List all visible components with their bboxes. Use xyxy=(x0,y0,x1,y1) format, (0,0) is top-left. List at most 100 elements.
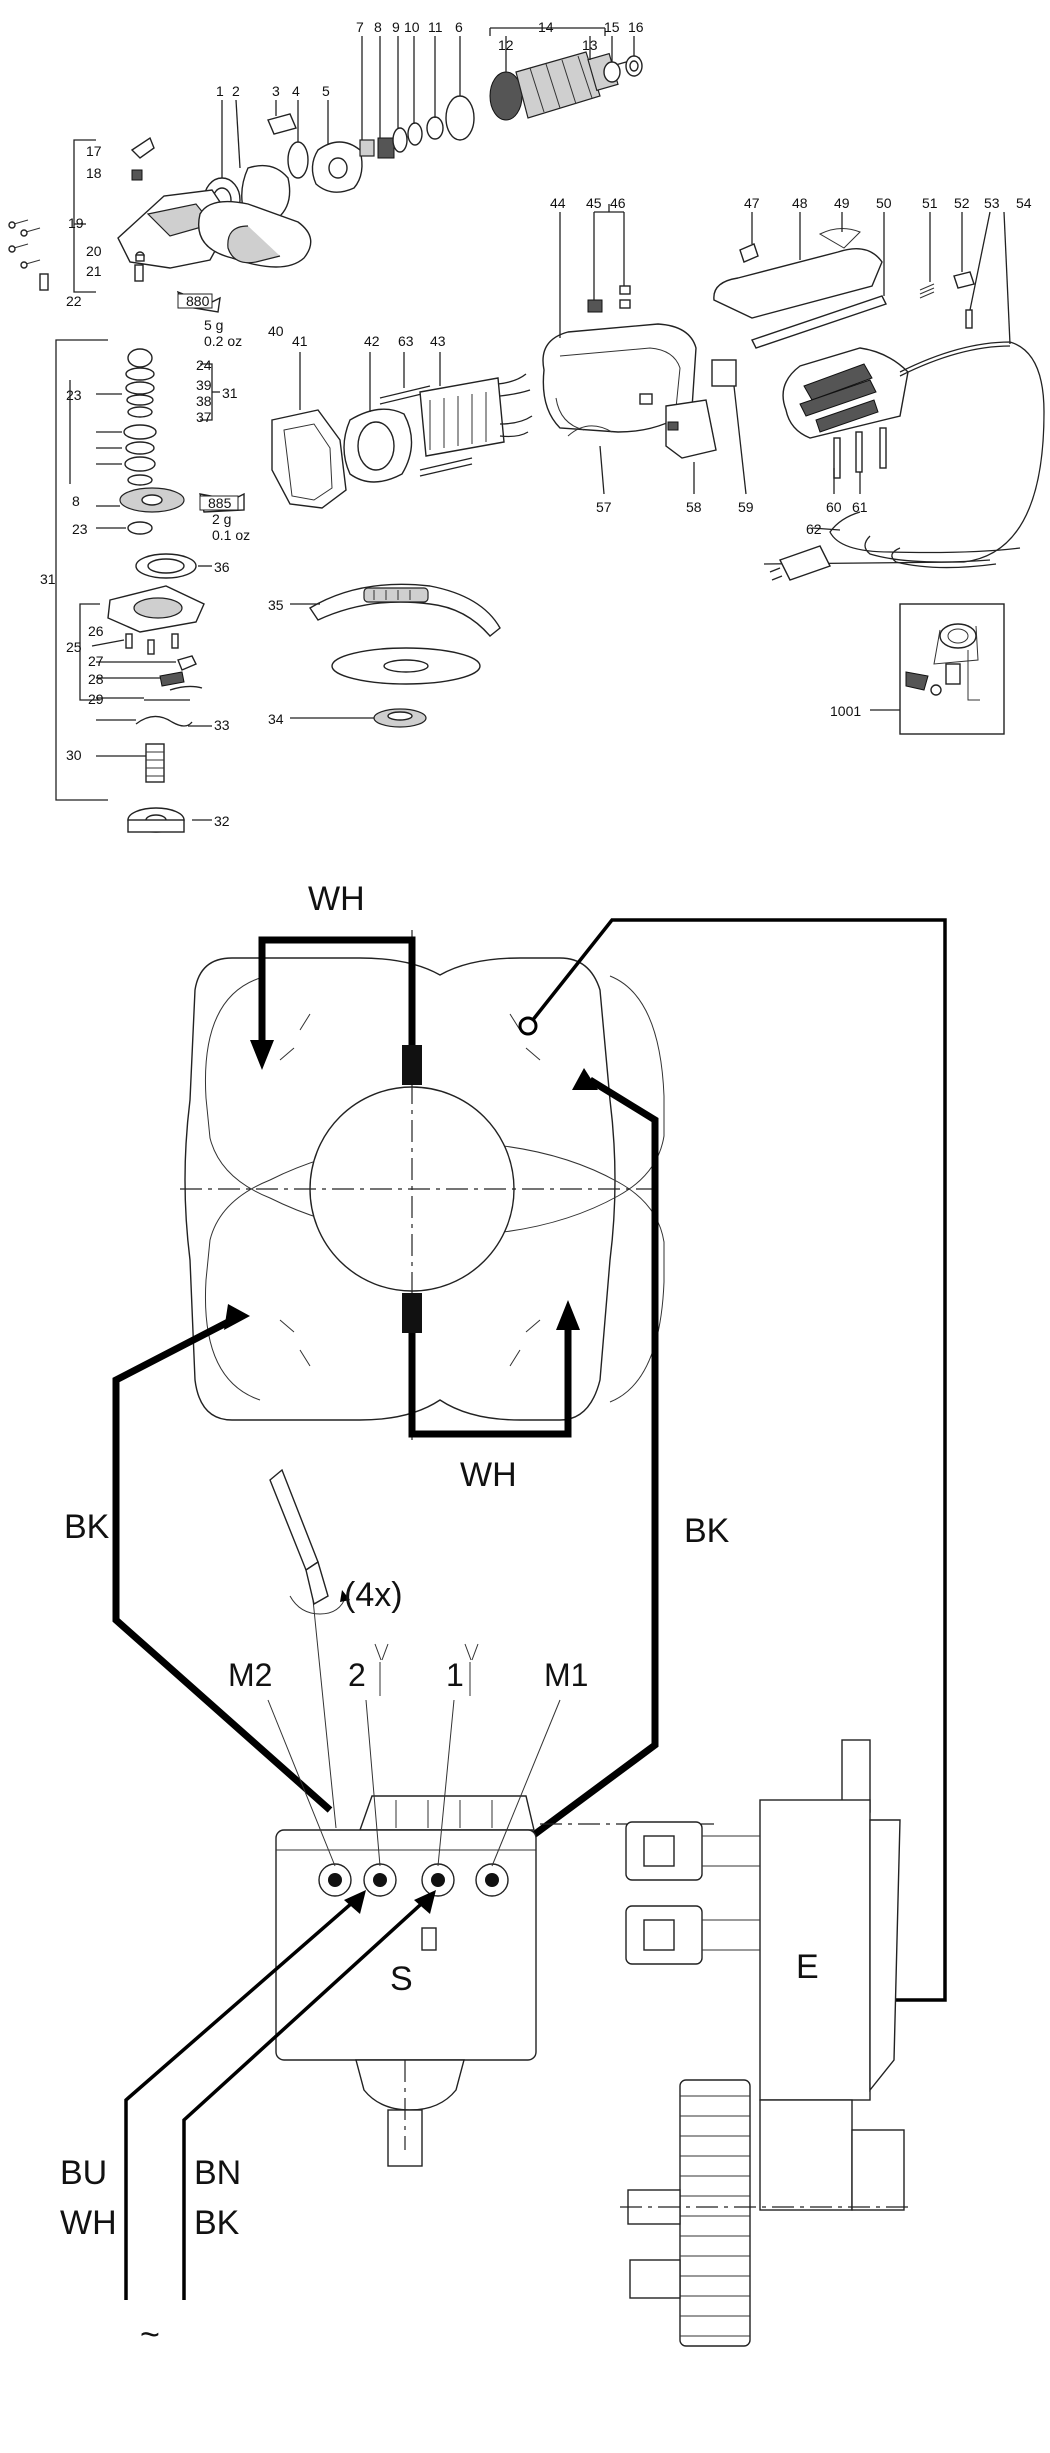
cable-bn-bk xyxy=(182,1894,432,2300)
part-number-42: 42 xyxy=(364,333,380,349)
part-number-18: 18 xyxy=(86,165,102,181)
part-number-19: 19 xyxy=(68,215,84,231)
part-number-17: 17 xyxy=(86,143,102,159)
part-number-35: 35 xyxy=(268,597,284,613)
part-number-2: 2 xyxy=(232,83,240,99)
label-torque-note: (4x) xyxy=(344,1576,403,1614)
part-number-58: 58 xyxy=(686,499,702,515)
motor-group xyxy=(271,352,533,509)
part-number-31-a: 31 xyxy=(222,385,238,401)
switch-s xyxy=(275,1795,720,2167)
label-switch-s: S xyxy=(390,1960,413,1998)
bk-right-wire xyxy=(497,1077,659,1863)
detail-1001 xyxy=(870,603,1005,735)
screwdriver-icon xyxy=(269,1468,350,1615)
part-number-28: 28 xyxy=(88,671,104,687)
part-number-1: 1 xyxy=(216,83,224,99)
part-number-40: 40 xyxy=(268,323,284,339)
exploded-parts-view: 1 2 3 4 5 7 8 9 10 11 6 14 12 13 15 16 xyxy=(8,19,1045,833)
part-number-23-a: 23 xyxy=(66,387,82,403)
label-cable-bu: BU xyxy=(60,2154,107,2192)
part-number-16: 16 xyxy=(628,19,644,35)
label-cable-bk: BK xyxy=(194,2204,240,2242)
part-number-50: 50 xyxy=(876,195,892,211)
part-number-51: 51 xyxy=(922,195,938,211)
grease-885-weight: 2 g xyxy=(212,511,231,527)
part-number-12: 12 xyxy=(498,37,514,53)
part-number-3: 3 xyxy=(272,83,280,99)
wh-top-wire xyxy=(258,936,416,1060)
part-number-24: 24 xyxy=(196,357,212,373)
part-number-6: 6 xyxy=(455,19,463,35)
part-number-61: 61 xyxy=(852,499,868,515)
part-number-43: 43 xyxy=(430,333,446,349)
label-wh-top: WH xyxy=(308,880,365,918)
part-number-5: 5 xyxy=(322,83,330,99)
label-bk-left: BK xyxy=(64,1508,110,1546)
spindle-leaders xyxy=(79,393,212,821)
part-number-49: 49 xyxy=(834,195,850,211)
part-number-9: 9 xyxy=(392,19,400,35)
part-number-23-b: 23 xyxy=(72,521,88,537)
stator xyxy=(180,930,665,1440)
part-number-8-top: 8 xyxy=(374,19,382,35)
label-terminal-m2: M2 xyxy=(228,1657,272,1693)
part-number-60: 60 xyxy=(826,499,842,515)
part-number-45: 45 xyxy=(586,195,602,211)
mains-symbol: ~ xyxy=(140,2316,160,2354)
label-cable-bn: BN xyxy=(194,2154,241,2192)
cable-bu-wh xyxy=(124,1894,362,2300)
part-number-25: 25 xyxy=(66,639,82,655)
part-number-10: 10 xyxy=(404,19,420,35)
grease-885-code: 885 xyxy=(208,495,232,511)
part-number-7: 7 xyxy=(356,19,364,35)
grease-880-oz: 0.2 oz xyxy=(204,333,242,349)
part-number-39: 39 xyxy=(196,377,212,393)
part-number-48: 48 xyxy=(792,195,808,211)
part-number-1001: 1001 xyxy=(830,703,861,719)
label-terminal-m1: M1 xyxy=(544,1657,588,1693)
gear-train-row xyxy=(203,27,643,223)
label-terminal-1: 1 xyxy=(446,1657,464,1693)
part-number-46: 46 xyxy=(610,195,626,211)
grease-885-oz: 0.1 oz xyxy=(212,527,250,543)
sense-wire xyxy=(526,918,947,2002)
label-cable-wh: WH xyxy=(60,2204,117,2242)
bk-left-wire xyxy=(112,1316,333,1813)
electronics-e xyxy=(620,1739,910,2347)
part-number-37: 37 xyxy=(196,409,212,425)
grease-880-weight: 5 g xyxy=(204,317,223,333)
part-number-33: 33 xyxy=(214,717,230,733)
part-number-22: 22 xyxy=(66,293,82,309)
wh-bottom-wire xyxy=(408,1310,572,1438)
part-number-15: 15 xyxy=(604,19,620,35)
part-number-14: 14 xyxy=(538,19,554,35)
part-number-34: 34 xyxy=(268,711,284,727)
label-terminal-2: 2 xyxy=(348,1657,366,1693)
part-number-44: 44 xyxy=(550,195,566,211)
part-number-26: 26 xyxy=(88,623,104,639)
part-number-59: 59 xyxy=(738,499,754,515)
part-number-20: 20 xyxy=(86,243,102,259)
part-number-30: 30 xyxy=(66,747,82,763)
part-number-63: 63 xyxy=(398,333,414,349)
part-number-62: 62 xyxy=(806,521,822,537)
part-number-47: 47 xyxy=(744,195,760,211)
part-number-4: 4 xyxy=(292,83,300,99)
part-number-38: 38 xyxy=(196,393,212,409)
gear-head-group xyxy=(8,136,312,313)
part-number-41: 41 xyxy=(292,333,308,349)
part-number-53: 53 xyxy=(984,195,1000,211)
part-number-8: 8 xyxy=(72,493,80,509)
part-number-29: 29 xyxy=(88,691,104,707)
part-number-13: 13 xyxy=(582,37,598,53)
part-number-52: 52 xyxy=(954,195,970,211)
spindle-group xyxy=(55,339,245,833)
part-number-32: 32 xyxy=(214,813,230,829)
part-number-27: 27 xyxy=(88,653,104,669)
part-number-11: 11 xyxy=(428,19,443,35)
rear-housing-group xyxy=(542,204,1045,581)
part-number-57: 57 xyxy=(596,499,612,515)
label-electronics-e: E xyxy=(796,1948,819,1986)
